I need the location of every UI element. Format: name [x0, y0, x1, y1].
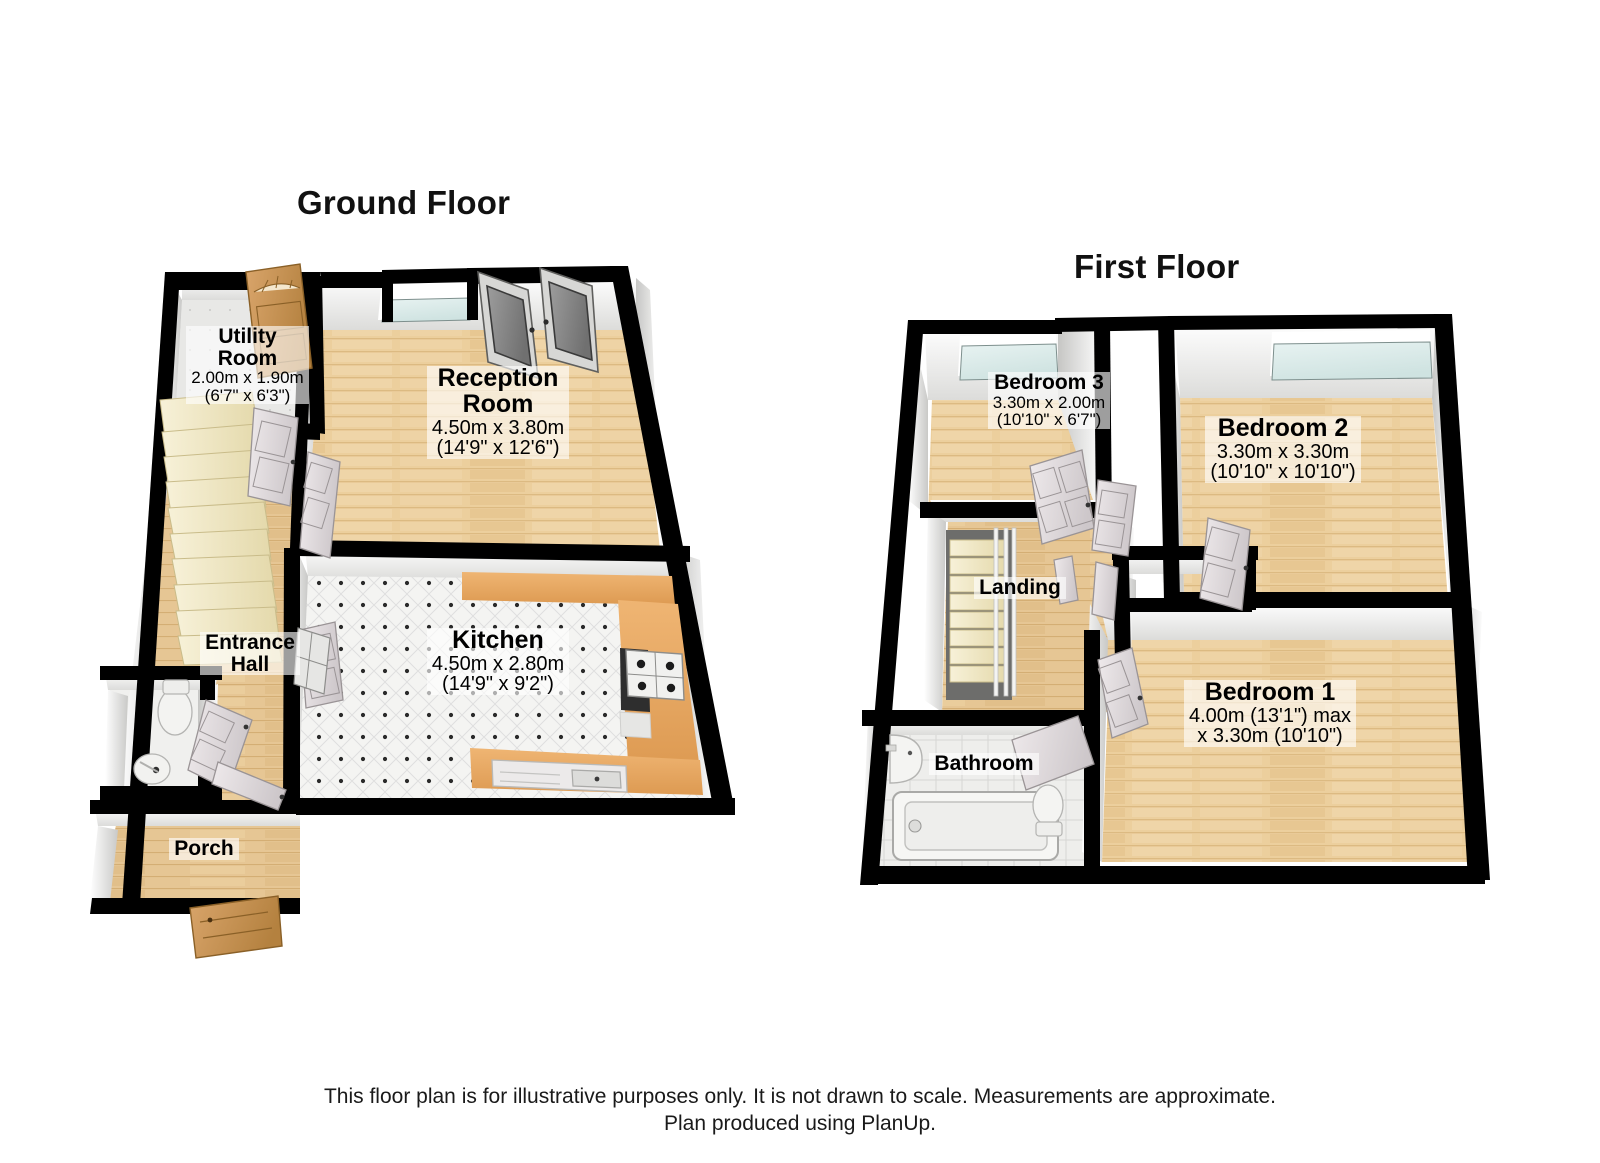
wall-face	[1100, 604, 1460, 640]
window-glass	[1271, 341, 1433, 381]
first-floor-plan	[860, 314, 1490, 885]
stairs-icon	[946, 527, 1017, 700]
first-floor-title: First Floor	[1074, 248, 1240, 285]
ground-floor-plan	[90, 263, 735, 959]
wall-face	[924, 510, 946, 712]
washbasin-icon	[885, 734, 923, 784]
toilet-icon	[1032, 784, 1064, 837]
door-icon	[1091, 561, 1119, 621]
door-icon	[211, 761, 287, 811]
kitchen-sink-icon	[491, 759, 628, 793]
door-icon	[1097, 647, 1149, 739]
toilet-icon	[157, 679, 193, 736]
wc-fixtures	[133, 679, 193, 785]
door-icon	[299, 451, 341, 559]
door-icon	[1029, 449, 1095, 545]
door-icon	[189, 895, 283, 959]
wall-face	[105, 690, 128, 795]
cooker-hob-icon	[625, 649, 685, 701]
bathtub-icon	[892, 791, 1059, 861]
wall-face	[90, 826, 118, 902]
bedroom1-floor	[1102, 640, 1470, 862]
ground-floor-title: Ground Floor	[297, 184, 511, 221]
washbasin-icon	[133, 753, 171, 785]
bathroom-fixtures	[885, 734, 1064, 861]
door-icon	[1199, 517, 1251, 611]
door-icon	[1091, 479, 1137, 557]
kitchen-counter	[462, 572, 675, 605]
disclaimer-line-1: This floor plan is for illustrative purp…	[323, 1085, 1277, 1108]
wall-face	[318, 278, 385, 330]
kitchen-units	[462, 572, 703, 795]
french-door-icon	[539, 266, 599, 374]
door-icon	[247, 407, 299, 507]
window-icon	[293, 627, 331, 695]
door-icon	[245, 263, 313, 379]
french-door-icon	[477, 270, 539, 380]
window-glass	[959, 343, 1059, 381]
window-glass	[381, 297, 471, 323]
disclaimer-line-2: Plan produced using PlanUp.	[663, 1112, 936, 1135]
reception-room-floor	[305, 330, 660, 550]
